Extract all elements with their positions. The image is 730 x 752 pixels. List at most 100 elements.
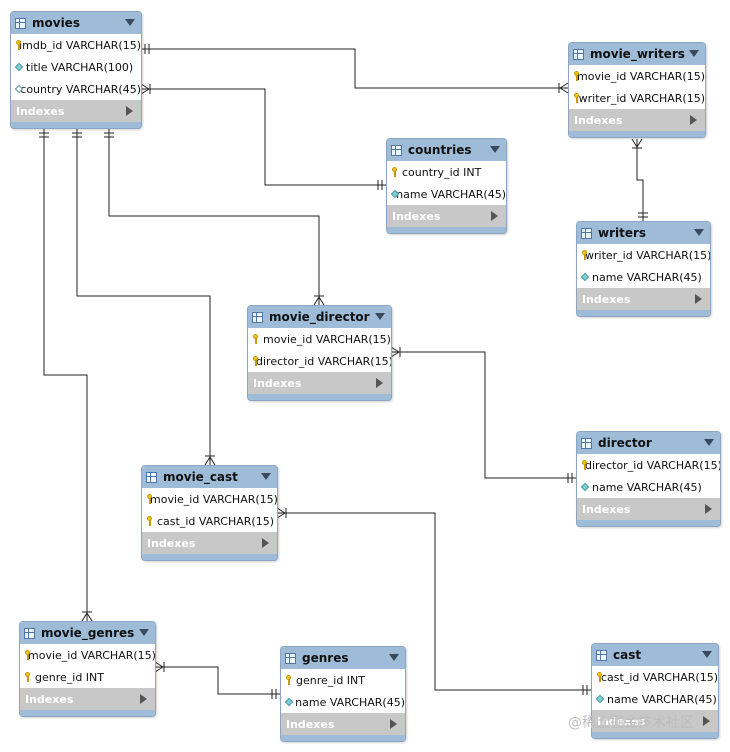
table-icon — [285, 652, 296, 664]
column-label: movie_id VARCHAR(15) — [28, 648, 156, 662]
column-row[interactable]: name VARCHAR(45) — [577, 266, 710, 288]
expand-arrow-icon[interactable] — [262, 538, 269, 548]
column-row[interactable]: movie_id VARCHAR(15) — [569, 65, 705, 87]
column-row[interactable]: director_id VARCHAR(15) — [577, 454, 720, 476]
collapse-arrow-icon[interactable] — [689, 50, 699, 57]
table-movies[interactable]: movies imdb_id VARCHAR(15) title VARCHAR(1… — [10, 11, 142, 129]
table-cast[interactable]: cast cast_id VARCHAR(15) name VARCHAR(45)I… — [591, 643, 719, 739]
indexes-section[interactable]: Indexes — [592, 710, 718, 732]
expand-arrow-icon[interactable] — [703, 716, 710, 726]
expand-arrow-icon[interactable] — [491, 211, 498, 221]
column-row[interactable]: cast_id VARCHAR(15) — [142, 510, 277, 532]
collapse-arrow-icon[interactable] — [375, 313, 385, 320]
table-movie-genres[interactable]: movie_genres movie_id VARCHAR(15) genre_id… — [19, 621, 156, 717]
column-row[interactable]: writer_id VARCHAR(15) — [577, 244, 710, 266]
expand-arrow-icon[interactable] — [690, 115, 697, 125]
column-row[interactable]: movie_id VARCHAR(15) — [20, 644, 155, 666]
indexes-section[interactable]: Indexes — [577, 288, 710, 310]
table-director[interactable]: director director_id VARCHAR(15) name VARC… — [576, 431, 721, 527]
indexes-label: Indexes — [147, 536, 196, 550]
column-row[interactable]: name VARCHAR(45) — [592, 688, 718, 710]
expand-arrow-icon[interactable] — [695, 294, 702, 304]
column-row[interactable]: movie_id VARCHAR(15) — [248, 328, 391, 350]
collapse-arrow-icon[interactable] — [125, 19, 135, 26]
column-row[interactable]: name VARCHAR(45) — [577, 476, 720, 498]
table-header[interactable]: movies — [11, 12, 141, 34]
expand-arrow-icon[interactable] — [376, 378, 383, 388]
indexes-section[interactable]: Indexes — [142, 532, 277, 554]
column-row[interactable]: genre_id INT — [281, 669, 405, 691]
column-label: cast_id VARCHAR(15) — [600, 670, 718, 684]
column-row[interactable]: imdb_id VARCHAR(15) — [11, 34, 141, 56]
collapse-arrow-icon[interactable] — [702, 651, 712, 658]
table-header[interactable]: movie_writers — [569, 43, 705, 65]
collapse-arrow-icon[interactable] — [389, 654, 399, 661]
column-row[interactable]: name VARCHAR(45) — [281, 691, 405, 713]
indexes-section[interactable]: Indexes — [11, 100, 141, 122]
rel-movies-movie-director — [108, 129, 320, 305]
expand-arrow-icon[interactable] — [140, 694, 147, 704]
indexes-section[interactable]: Indexes — [387, 205, 506, 227]
table-title: genres — [302, 651, 349, 665]
collapse-arrow-icon[interactable] — [694, 229, 704, 236]
table-title: director — [598, 436, 652, 450]
table-title: movies — [32, 16, 80, 30]
indexes-label: Indexes — [392, 209, 441, 223]
column-row[interactable]: name VARCHAR(45) — [387, 183, 506, 205]
table-header[interactable]: movie_director — [248, 306, 391, 328]
table-footer — [569, 131, 705, 137]
many-marker — [86, 612, 93, 622]
indexes-section[interactable]: Indexes — [569, 109, 705, 131]
indexes-label: Indexes — [582, 292, 631, 306]
indexes-section[interactable]: Indexes — [577, 498, 720, 520]
table-header[interactable]: movie_cast — [142, 466, 277, 488]
many-marker — [140, 88, 150, 95]
column-label: imdb_id VARCHAR(15) — [19, 38, 141, 52]
table-icon — [24, 627, 35, 639]
indexes-section[interactable]: Indexes — [20, 688, 155, 710]
collapse-arrow-icon[interactable] — [490, 146, 500, 153]
table-header[interactable]: genres — [281, 647, 405, 669]
column-filled-icon — [391, 189, 392, 199]
table-header[interactable]: writers — [577, 222, 710, 244]
key-icon — [285, 675, 292, 685]
column-row[interactable]: country VARCHAR(45) — [11, 78, 141, 100]
table-header[interactable]: movie_genres — [20, 622, 155, 644]
expand-arrow-icon[interactable] — [705, 504, 712, 514]
table-header[interactable]: director — [577, 432, 720, 454]
column-row[interactable]: writer_id VARCHAR(15) — [569, 87, 705, 109]
collapse-arrow-icon[interactable] — [261, 473, 271, 480]
many-marker — [559, 82, 569, 89]
column-label: name VARCHAR(45) — [592, 480, 702, 494]
table-footer — [577, 520, 720, 526]
column-row[interactable]: title VARCHAR(100) — [11, 56, 141, 78]
table-icon — [252, 311, 263, 323]
table-icon — [391, 144, 402, 156]
column-row[interactable]: genre_id INT — [20, 666, 155, 688]
collapse-arrow-icon[interactable] — [139, 629, 149, 636]
expand-arrow-icon[interactable] — [126, 106, 133, 116]
expand-arrow-icon[interactable] — [390, 719, 397, 729]
key-icon — [146, 516, 153, 526]
table-header[interactable]: cast — [592, 644, 718, 666]
table-movie-cast[interactable]: movie_cast movie_id VARCHAR(15)cast_id VA… — [141, 465, 278, 561]
collapse-arrow-icon[interactable] — [704, 439, 714, 446]
many-marker — [390, 351, 400, 358]
column-row[interactable]: movie_id VARCHAR(15) — [142, 488, 277, 510]
column-row[interactable]: cast_id VARCHAR(15) — [592, 666, 718, 688]
table-footer — [142, 554, 277, 560]
indexes-label: Indexes — [16, 104, 65, 118]
column-row[interactable]: director_id VARCHAR(15) — [248, 350, 391, 372]
column-row[interactable]: country_id INT — [387, 161, 506, 183]
table-header[interactable]: countries — [387, 139, 506, 161]
indexes-section[interactable]: Indexes — [248, 372, 391, 394]
indexes-section[interactable]: Indexes — [281, 713, 405, 735]
table-title: movie_cast — [163, 470, 238, 484]
table-icon — [573, 48, 584, 60]
column-filled-icon — [285, 697, 291, 707]
